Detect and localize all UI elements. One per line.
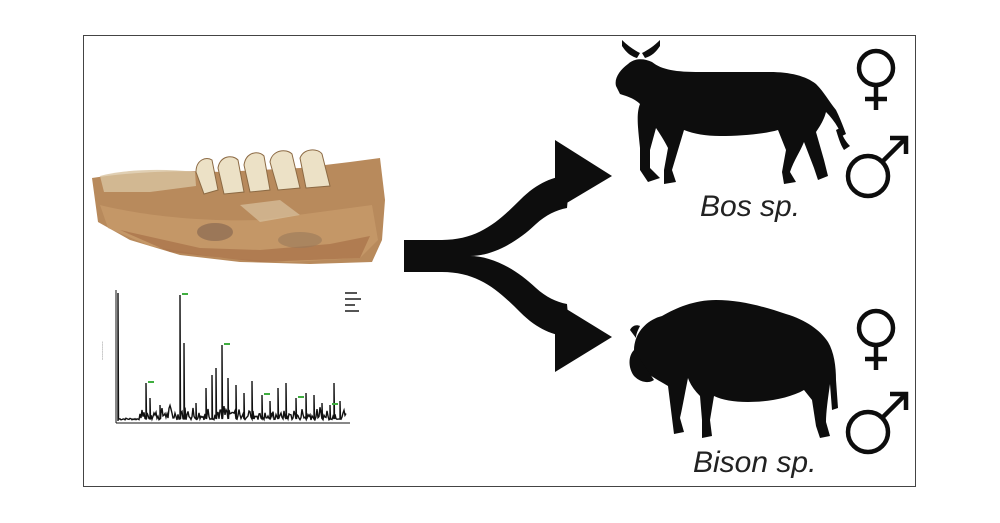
- mandible-photo: [92, 149, 385, 264]
- peak-label-mark: [298, 396, 304, 398]
- peak-label-mark: [224, 343, 230, 345]
- branching-arrow-icon: [404, 140, 612, 372]
- bison-silhouette-icon: [629, 300, 838, 438]
- chromatogram: ~~~~~~~~: [100, 290, 361, 424]
- female-symbol-icon: [856, 308, 896, 370]
- cattle-silhouette-icon: [615, 40, 850, 184]
- female-symbol-icon: [856, 48, 896, 110]
- peak-label-mark: [148, 381, 154, 383]
- chromatogram-peaks: [117, 292, 347, 422]
- male-symbol-icon: [845, 135, 909, 199]
- bison-label: Bison sp.: [693, 446, 817, 479]
- bos-label: Bos sp.: [700, 190, 801, 223]
- chromatogram-legend: [345, 292, 361, 312]
- peak-label-mark: [332, 403, 338, 405]
- chromatogram-peak-labels: [148, 293, 338, 405]
- peak-label-mark: [182, 293, 188, 295]
- male-symbol-icon: [845, 391, 909, 455]
- chromatogram-ylabel: ~~~~~~~~: [100, 341, 105, 360]
- peak-label-mark: [264, 393, 270, 395]
